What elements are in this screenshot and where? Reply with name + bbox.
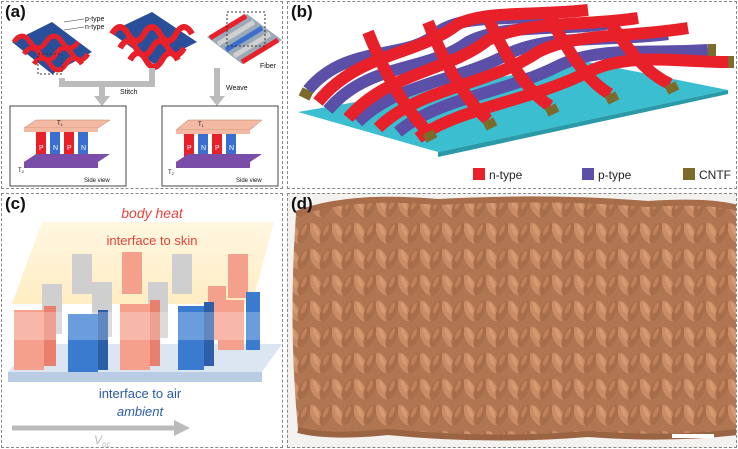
panel-a-label: (a)	[5, 2, 26, 21]
svg-text:T1: T1	[57, 121, 64, 127]
p-type-callout: p-type	[85, 16, 105, 23]
body-heat-label: body heat	[121, 205, 184, 221]
woven-fibers	[298, 4, 734, 143]
svg-text:P: P	[39, 145, 44, 152]
svg-text:T2: T2	[168, 170, 175, 176]
panel-a: (a) p-type n-type	[1, 1, 283, 189]
svg-text:N: N	[81, 145, 86, 152]
legend-cntf: CNTF	[699, 168, 731, 182]
svg-text:N: N	[201, 145, 206, 152]
knitted-textile	[292, 199, 736, 438]
svg-text:Side view: Side view	[236, 178, 262, 184]
stitched-fabric-small	[11, 22, 92, 75]
svg-text:T1: T1	[198, 122, 205, 128]
legend-swatch-n-type	[473, 168, 485, 180]
voc-arrow	[12, 420, 190, 436]
side-view-weave: P N P N T1 T2 Side view	[161, 105, 279, 187]
legend-swatch-cntf	[683, 168, 695, 180]
svg-text:N: N	[229, 145, 234, 152]
panel-b: (b) n-type	[287, 1, 737, 189]
legend-swatch-p-type	[582, 168, 594, 180]
woven-fabric	[207, 11, 282, 65]
panel-d: (d)	[287, 193, 737, 448]
svg-text:N: N	[53, 145, 58, 152]
panel-b-drawing: n-type p-type CNTF	[298, 4, 734, 182]
panel-c-label: (c)	[5, 194, 26, 213]
fiber-callout: Fiber	[260, 63, 277, 70]
panel-b-label: (b)	[291, 2, 313, 21]
n-type-callout: n-type	[85, 24, 105, 31]
stitch-label: Stitch	[120, 89, 138, 96]
svg-text:P: P	[215, 145, 220, 152]
svg-text:P: P	[67, 145, 72, 152]
thermoelectric-legs	[14, 252, 260, 372]
panel-d-label: (d)	[291, 194, 313, 213]
panel-c: (c) body heat interface to skin	[1, 193, 283, 448]
legend-p-type: p-type	[598, 168, 632, 182]
interface-air-label: interface to air	[99, 386, 182, 401]
scale-bar	[672, 434, 714, 438]
panel-d-drawing	[292, 196, 736, 441]
weave-label: Weave	[226, 85, 248, 92]
svg-text:Side view: Side view	[84, 178, 110, 184]
side-view-stitch: P N P N T1 T2 Side view	[9, 105, 127, 187]
stitched-fabric-large	[109, 12, 197, 70]
interface-skin-label: interface to skin	[106, 233, 197, 248]
ambient-label: ambient	[117, 404, 165, 419]
svg-text:T2: T2	[18, 168, 25, 174]
legend: n-type p-type CNTF	[473, 168, 731, 182]
svg-text:P: P	[187, 145, 192, 152]
panel-c-drawing: body heat interface to skin int	[2, 205, 282, 448]
legend-n-type: n-type	[489, 168, 523, 182]
panel-a-drawing: p-type n-type Fiber Stitch Weave	[9, 11, 282, 187]
voc-label: Voc	[94, 433, 110, 448]
